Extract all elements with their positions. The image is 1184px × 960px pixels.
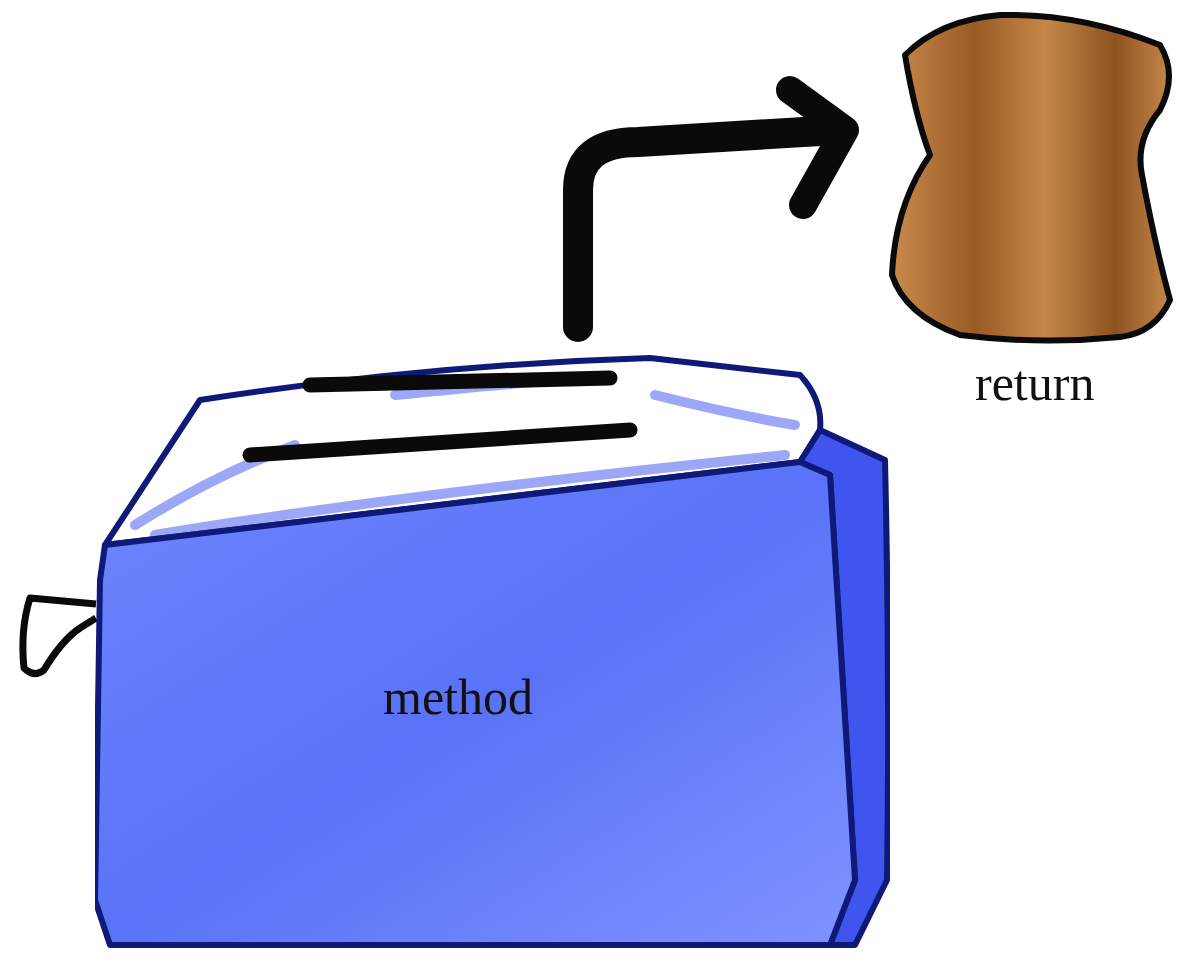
node-shape (95, 355, 890, 950)
return-arrow (578, 90, 845, 327)
toast-node: return (880, 5, 1180, 445)
node-label: return (975, 356, 1094, 411)
toaster-node: method (95, 355, 890, 950)
node-label: method (383, 670, 533, 725)
arrow-head (790, 90, 845, 205)
arrow-line (578, 130, 837, 327)
